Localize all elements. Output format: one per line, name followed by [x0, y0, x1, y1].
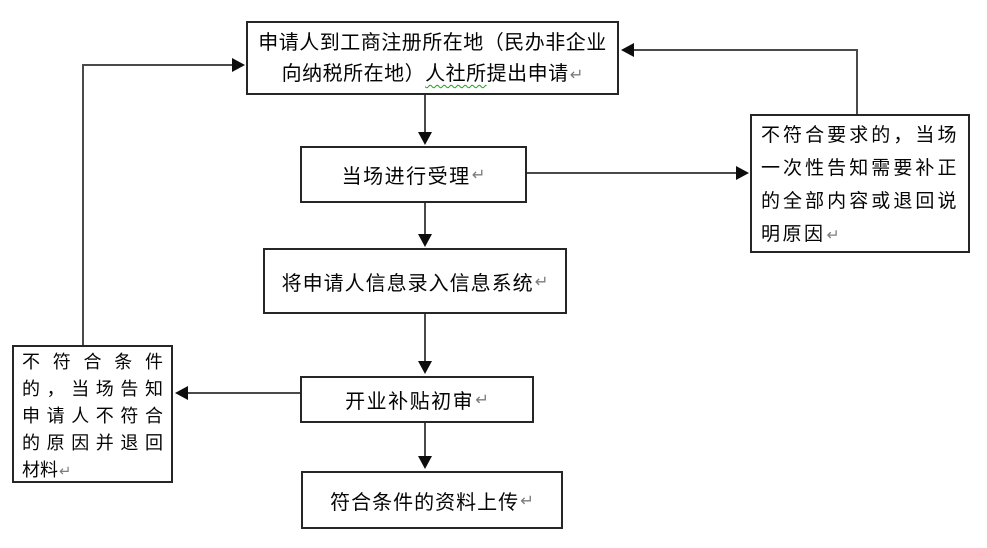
node-reject-left-line: 材料↵ [22, 460, 72, 481]
node-reject-left-line: 的原因并退回 [22, 433, 163, 454]
arrowhead-right-icon [736, 166, 749, 180]
spellcheck-underline-text: 人社所 [425, 61, 487, 85]
return-mark: ↵ [534, 271, 549, 291]
arrowhead-down-icon [418, 456, 432, 469]
node-record-label: 将申请人信息录入信息系统 [281, 270, 534, 295]
return-mark: ↵ [475, 390, 489, 409]
node-reject-left-line: 申请人不符合 [22, 406, 163, 427]
return-mark: ↵ [826, 226, 840, 244]
node-apply-line2: 向纳税所在地）人社所提出申请↵ [281, 61, 584, 85]
node-reject-right-line: 明原因↵ [761, 223, 840, 245]
node-record: 将申请人信息录入信息系统↵ [263, 248, 567, 314]
node-reject-left: 不符合条件 的，当场告知 申请人不符合 的原因并退回 材料↵ [12, 345, 173, 483]
connector-reject-right-to-apply [633, 49, 858, 114]
return-mark: ↵ [569, 65, 584, 84]
arrowhead-left-icon [621, 43, 634, 57]
node-reject-left-line: 的，当场告知 [22, 379, 163, 400]
node-accept-label: 当场进行受理 [341, 164, 471, 188]
node-reject-right: 不符合要求的，当场 一次性告知需要补正 的全部内容或退回说 明原因↵ [750, 114, 970, 253]
arrowhead-left-icon [175, 386, 188, 400]
connector-reject-left-to-apply [82, 64, 233, 345]
node-review: 开业补贴初审↵ [300, 376, 534, 423]
node-apply-line1: 申请人到工商注册所在地（民办非企业 [258, 30, 607, 54]
node-upload: 符合条件的资料上传↵ [301, 471, 563, 529]
arrowhead-down-icon [418, 132, 432, 145]
node-reject-right-line: 的全部内容或退回说 [761, 190, 959, 212]
node-reject-left-line: 不符合条件 [22, 352, 163, 373]
return-mark: ↵ [471, 165, 486, 184]
arrowhead-down-icon [418, 234, 432, 247]
node-upload-label: 符合条件的资料上传 [330, 489, 520, 514]
node-reject-right-line: 一次性告知需要补正 [761, 157, 959, 179]
node-apply: 申请人到工商注册所在地（民办非企业 向纳税所在地）人社所提出申请↵ [246, 21, 619, 95]
arrowhead-right-icon [232, 58, 245, 72]
return-mark: ↵ [59, 463, 72, 480]
return-mark: ↵ [520, 490, 534, 510]
node-reject-right-line: 不符合要求的，当场 [761, 124, 959, 146]
arrowhead-down-icon [418, 361, 432, 374]
node-accept: 当场进行受理↵ [300, 146, 527, 203]
node-review-label: 开业补贴初审 [345, 389, 475, 413]
